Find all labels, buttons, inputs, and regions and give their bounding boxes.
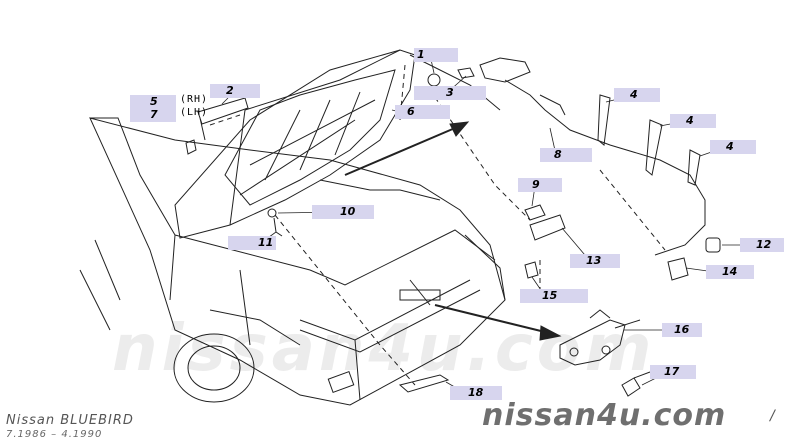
hood-panel — [174, 49, 416, 239]
callout-part-16: 16 — [662, 323, 702, 337]
release-cable — [504, 79, 706, 256]
callout-part-4b: 4 — [670, 114, 716, 128]
lh-label: (LH) — [180, 107, 209, 118]
callout-part-2: 2 — [210, 84, 260, 98]
callout-part-8: 8 — [540, 148, 592, 162]
release-handle — [398, 374, 450, 393]
callout-part-1: 1 — [414, 48, 458, 62]
front-wheel — [173, 333, 255, 403]
site-brand: nissan4u.com — [482, 398, 727, 433]
callout-part-4c: 4 — [710, 140, 756, 154]
vehicle-model: Nissan BLUEBIRD — [6, 413, 134, 428]
grommet — [705, 237, 721, 253]
callout-part-3: 3 — [414, 86, 486, 100]
callout-part-14: 14 — [706, 265, 754, 279]
callout-part-17: 17 — [650, 365, 696, 379]
callout-part-7: 7 — [130, 108, 176, 122]
production-years: 7.1986 – 4.1990 — [6, 429, 103, 440]
callout-part-4a: 4 — [614, 88, 660, 102]
callout-part-6: 6 — [395, 105, 450, 119]
lock-bracket — [529, 214, 566, 241]
callout-part-11: 11 — [228, 236, 276, 250]
rh-label: (RH) — [180, 94, 209, 105]
bumper-rubber — [427, 73, 441, 87]
arrow-to-cable — [344, 127, 456, 176]
callout-part-12: 12 — [740, 238, 784, 252]
arrow-to-latch — [434, 304, 546, 333]
car-body-outline — [89, 117, 506, 406]
callout-part-9: 9 — [518, 178, 562, 192]
callout-part-18: 18 — [450, 386, 502, 400]
callout-part-15: 15 — [520, 289, 588, 303]
brand-mark: / — [770, 408, 775, 424]
callout-part-13: 13 — [570, 254, 620, 268]
fog-lamp — [327, 371, 355, 393]
hood-hinge — [197, 97, 249, 141]
callout-part-10: 10 — [312, 205, 374, 219]
latch-bolt — [621, 371, 651, 397]
callout-part-5: 5 — [130, 95, 176, 109]
hood-latch — [559, 319, 626, 366]
